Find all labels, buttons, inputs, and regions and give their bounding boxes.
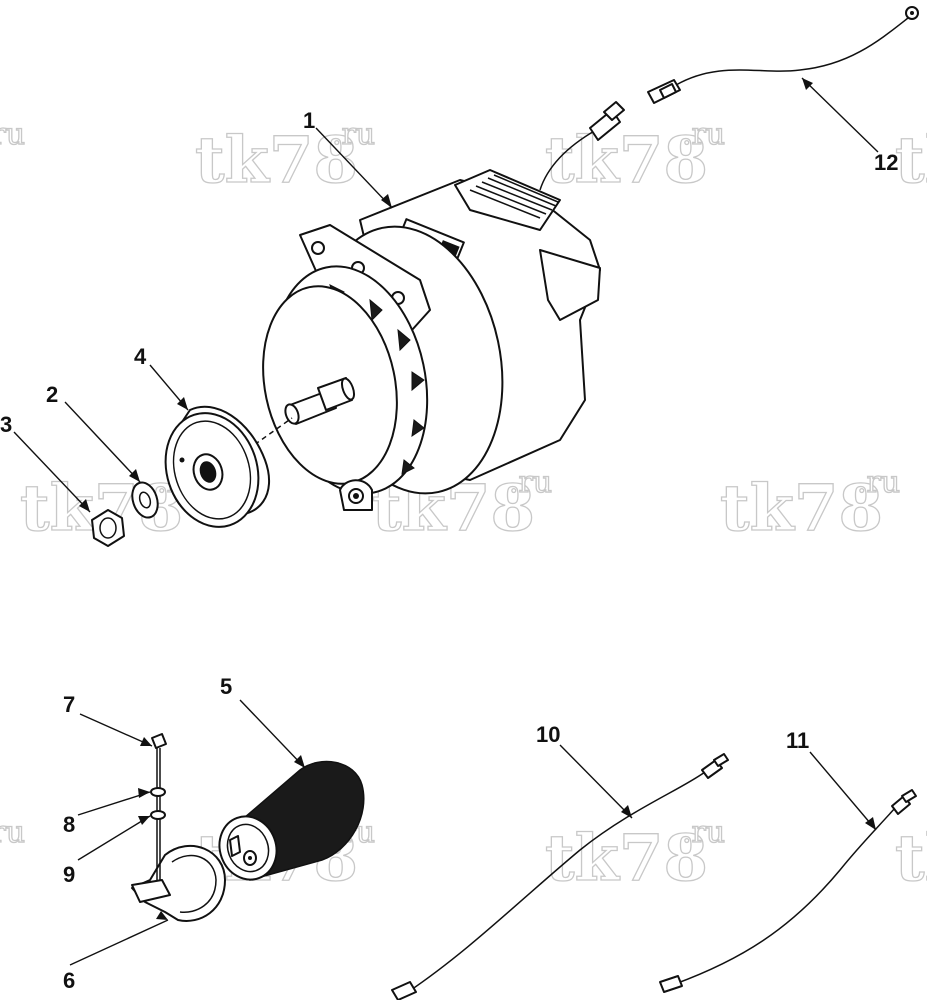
callout-7: 7	[63, 692, 75, 717]
watermark: tk78	[894, 122, 927, 198]
alternator	[262, 101, 625, 511]
mounting-bracket	[131, 845, 226, 922]
lock-washer	[150, 787, 166, 797]
watermark-suffix: .ru	[509, 465, 552, 500]
watermark: .ru	[0, 814, 26, 850]
watermark-suffix: .ru	[332, 117, 375, 152]
leader-lines	[13, 77, 879, 966]
callout-12: 12	[874, 150, 898, 175]
heatsink-fins	[469, 174, 559, 219]
callout-3: 3	[0, 412, 12, 437]
callout-labels: 1 2 3 4 5 6 7 8 9 10 11 12	[0, 108, 898, 993]
callout-10: 10	[536, 722, 560, 747]
callout-9: 9	[63, 862, 75, 887]
watermark-suffix: .ru	[857, 465, 900, 500]
nut	[91, 509, 125, 547]
watermark-suffix: .ru	[682, 117, 725, 152]
callout-4: 4	[134, 344, 147, 369]
watermark-suffix: .ru	[0, 117, 25, 152]
callout-5: 5	[220, 674, 232, 699]
callout-1: 1	[303, 108, 315, 133]
wire-lead-10	[391, 753, 729, 1000]
callout-8: 8	[63, 812, 75, 837]
callout-6: 6	[63, 968, 75, 993]
capacitor	[218, 760, 365, 881]
wire-harness-12	[647, 6, 919, 104]
callout-2: 2	[46, 382, 58, 407]
watermark: tk78 .ru	[719, 464, 901, 546]
watermark: tk78	[894, 820, 927, 896]
watermark-main: tk78	[195, 123, 358, 198]
watermark: tk78 .ru	[544, 116, 726, 198]
washer	[131, 481, 159, 519]
watermark-main: tk78	[720, 471, 883, 546]
watermark: tk78 .ru	[544, 814, 726, 896]
watermark-suffix: .ru	[0, 815, 25, 850]
flat-washer	[150, 810, 166, 820]
watermark-main: tk78	[895, 123, 927, 198]
pulley	[164, 405, 271, 528]
watermark-main: tk78	[545, 123, 708, 198]
callout-11: 11	[786, 728, 809, 753]
watermark-main: tk78	[545, 821, 708, 896]
watermark: .ru	[0, 116, 26, 152]
watermark: tk78 .ru	[194, 116, 376, 198]
watermark-suffix: .ru	[682, 815, 725, 850]
watermark-main: tk78	[895, 821, 927, 896]
